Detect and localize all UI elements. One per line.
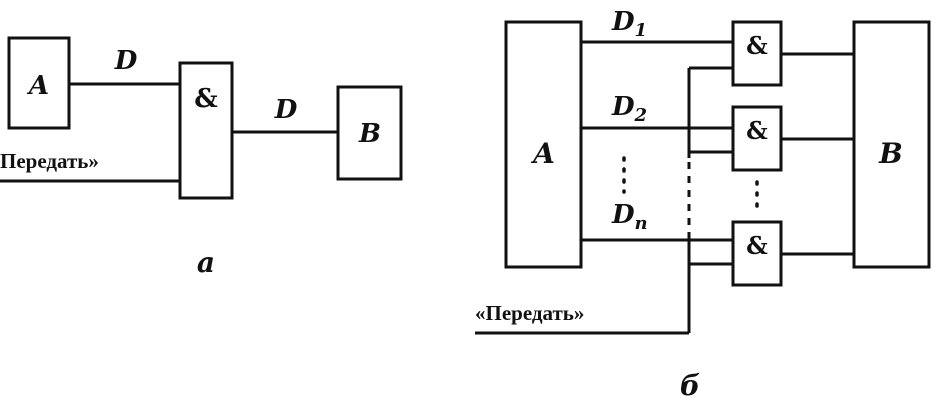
block-a-label: A <box>530 137 555 170</box>
transmit-control-label: «Передать» <box>475 301 584 325</box>
transmit-control-label: Передать» <box>0 149 99 173</box>
and-gate-1 <box>731 20 783 87</box>
and-gate-n-symbol: & <box>746 231 768 260</box>
block-b <box>336 85 403 181</box>
diagram-a: A D Передать» & D B а <box>0 36 403 279</box>
signal-label-d-out: D <box>274 95 298 125</box>
block-a <box>504 20 583 269</box>
diagram-b: A B D1 D2 Dn «Передать» & & & <box>475 7 931 402</box>
caption-b: б <box>680 369 700 402</box>
and-gate-2 <box>731 105 783 172</box>
and-gate-1-symbol: & <box>746 31 768 60</box>
data-line-label-d1: D1 <box>611 7 647 41</box>
block-b-label: B <box>878 137 903 170</box>
signal-label-d-in: D <box>114 46 138 76</box>
data-line-label-d2: D2 <box>611 92 647 126</box>
and-gate-n <box>731 220 783 287</box>
block-b <box>852 20 931 269</box>
and-gate-symbol: & <box>194 84 217 114</box>
caption-a: а <box>197 246 215 279</box>
data-line-label-dn: Dn <box>611 200 648 234</box>
and-gate-2-symbol: & <box>746 116 768 145</box>
block-a <box>7 36 71 130</box>
block-a-label: A <box>26 71 49 101</box>
block-b-label: B <box>358 119 381 149</box>
